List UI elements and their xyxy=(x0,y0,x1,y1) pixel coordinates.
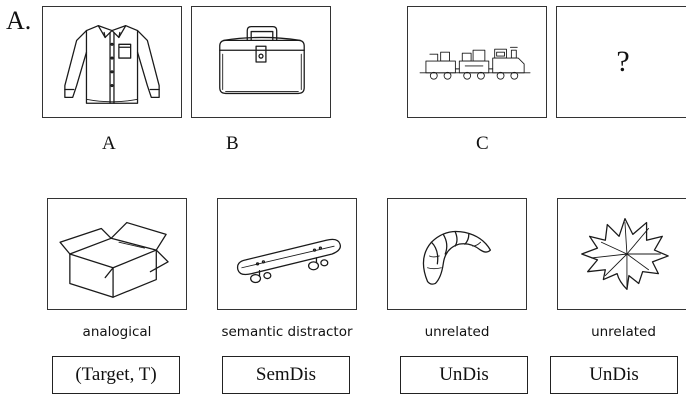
description-unrelated-2: unrelated xyxy=(591,324,656,340)
image-card-question: ? xyxy=(556,6,686,118)
box-icon xyxy=(59,221,169,298)
description-semantic-distractor: semantic distractor xyxy=(221,324,353,340)
image-card-skateboard xyxy=(217,198,357,310)
panel-label: A. xyxy=(6,6,32,35)
tag-undis-2: UnDis xyxy=(550,356,678,394)
image-card-toy-train xyxy=(407,6,547,118)
tag-undis-1: UnDis xyxy=(400,356,528,394)
label-a: A xyxy=(102,133,116,154)
croissant-icon xyxy=(422,230,492,285)
shirt-icon xyxy=(64,25,160,104)
leaf-icon xyxy=(581,218,669,290)
label-b: B xyxy=(226,133,239,154)
suitcase-icon xyxy=(219,26,305,95)
image-card-box xyxy=(47,198,187,310)
skateboard-icon xyxy=(236,238,341,284)
toy-train-icon xyxy=(419,46,531,80)
tag-semdis: SemDis xyxy=(222,356,350,394)
image-card-shirt xyxy=(42,6,182,118)
label-c: C xyxy=(476,133,489,154)
description-unrelated-1: unrelated xyxy=(424,324,490,340)
image-card-suitcase xyxy=(191,6,331,118)
image-card-leaf xyxy=(557,198,686,310)
question-mark: ? xyxy=(616,45,630,78)
image-card-croissant xyxy=(387,198,527,310)
description-analogical: analogical xyxy=(82,324,152,340)
tag-target: (Target, T) xyxy=(52,356,180,394)
